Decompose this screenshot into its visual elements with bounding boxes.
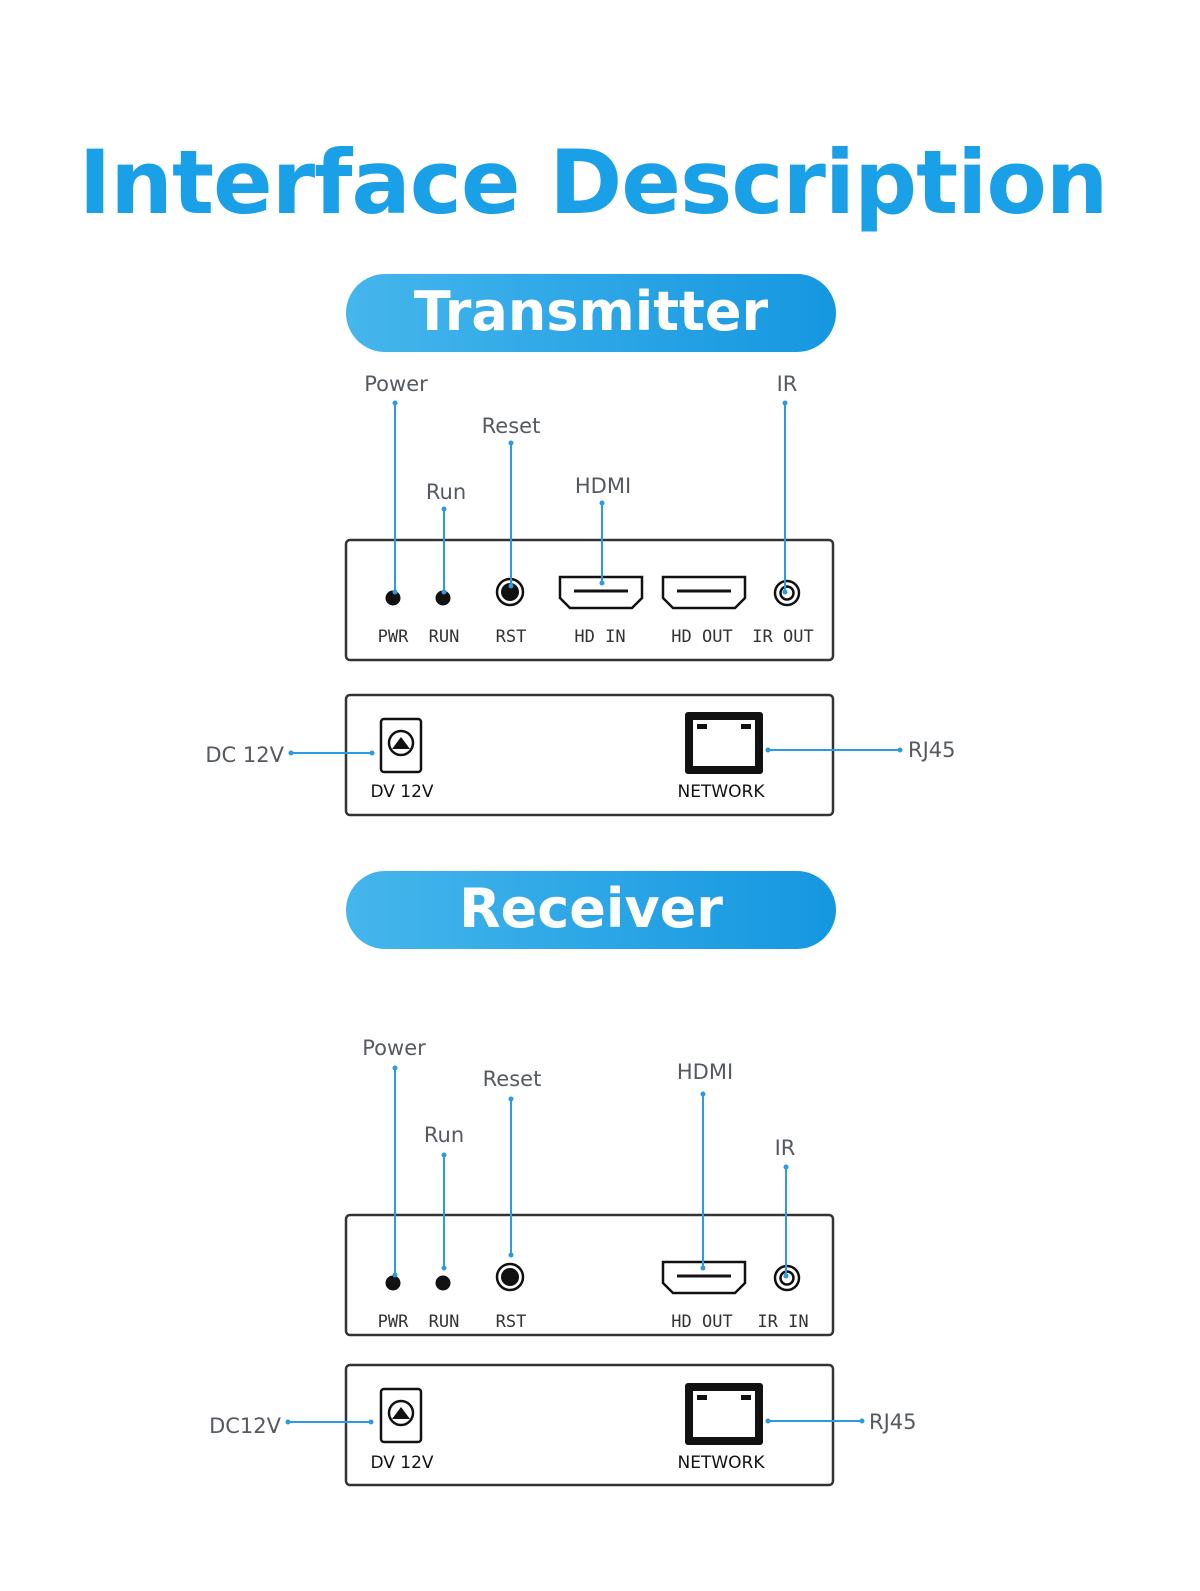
tx-run-led-icon (435, 590, 451, 606)
tx-dc-jack-icon (379, 717, 423, 774)
tx-dv-label: DV 12V (370, 782, 433, 802)
rx-run-callout: Run (424, 1123, 464, 1147)
tx-ir-callout: IR (777, 372, 798, 396)
rx-reset-callout: Reset (483, 1067, 542, 1091)
rx-ir-callout: IR (775, 1136, 796, 1160)
tx-hdmi-callout: HDMI (575, 474, 631, 498)
tx-hd-in-label: HD IN (574, 627, 625, 647)
transmitter-leader-lines (392, 400, 788, 595)
rx-hd-out-label: HD OUT (671, 1312, 732, 1332)
rx-hdmi-callout: HDMI (677, 1060, 733, 1084)
transmitter-front-panel: PWR RUN RST HD IN HD OUT IR OUT (344, 538, 835, 662)
tx-reset-button-icon (495, 577, 525, 607)
rx-dv-label: DV 12V (370, 1453, 433, 1473)
rx-run-led-icon (435, 1275, 451, 1291)
receiver-heading: Receiver (346, 871, 836, 949)
rx-network-label: NETWORK (678, 1453, 766, 1473)
tx-hdmi-in-port-icon (558, 575, 644, 610)
tx-hd-out-label: HD OUT (671, 627, 732, 647)
receiver-leader-lines (392, 1065, 789, 1279)
rx-dc-jack-icon (379, 1387, 423, 1444)
transmitter-heading: Transmitter (346, 274, 836, 352)
tx-pwr-led-icon (385, 590, 401, 606)
tx-power-callout: Power (364, 372, 428, 396)
tx-run-callout: Run (426, 480, 466, 504)
receiver-rear-panel: DV 12V NETWORK (344, 1363, 835, 1487)
rx-rst-label: RST (496, 1312, 527, 1332)
rx-reset-button-icon (495, 1262, 525, 1292)
rx-rj45-callout: RJ45 (869, 1410, 917, 1434)
page-title: Interface Description (78, 131, 1109, 234)
rx-hdmi-out-port-icon (661, 1260, 747, 1295)
tx-reset-callout: Reset (482, 414, 541, 438)
rx-power-callout: Power (362, 1036, 426, 1060)
rx-rj45-port-icon (685, 1383, 763, 1445)
rx-ir-in-label: IR IN (757, 1312, 808, 1332)
receiver-front-panel: PWR RUN RST HD OUT IR IN (344, 1213, 835, 1337)
receiver-rear-leaders (285, 1418, 865, 1425)
tx-run-label: RUN (429, 627, 460, 647)
tx-dc-callout: DC 12V (205, 743, 284, 767)
tx-pwr-label: PWR (378, 627, 409, 647)
rx-dc-callout: DC12V (209, 1414, 282, 1438)
tx-rst-label: RST (496, 627, 527, 647)
rx-pwr-label: PWR (378, 1312, 409, 1332)
tx-rj45-callout: RJ45 (908, 738, 956, 762)
tx-hdmi-out-port-icon (661, 575, 747, 610)
rx-run-label: RUN (429, 1312, 460, 1332)
transmitter-rear-leaders (288, 747, 903, 756)
tx-rj45-port-icon (685, 712, 763, 774)
tx-ir-out-label: IR OUT (752, 627, 813, 647)
tx-network-label: NETWORK (678, 782, 766, 802)
rx-pwr-led-icon (385, 1275, 401, 1291)
transmitter-rear-panel: DV 12V NETWORK (344, 693, 835, 817)
